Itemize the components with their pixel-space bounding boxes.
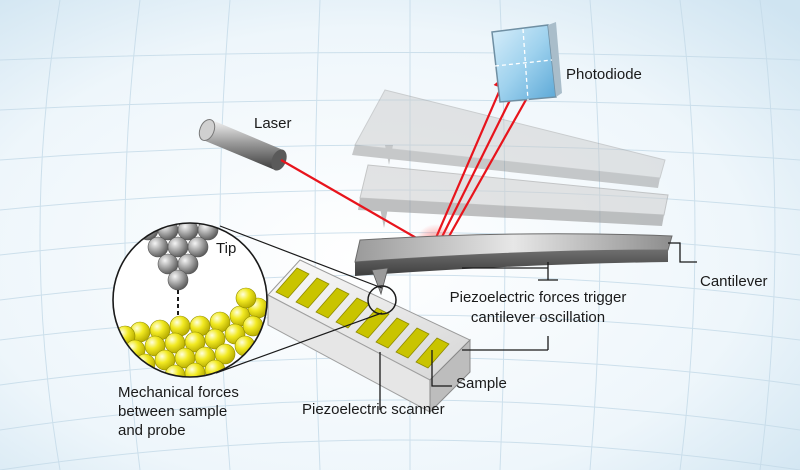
tip-atoms bbox=[137, 223, 219, 291]
mechanical-forces-label-line1: Mechanical forces bbox=[118, 384, 239, 401]
sample-label: Sample bbox=[456, 375, 507, 392]
piezo-forces-label-line2: cantilever oscillation bbox=[471, 309, 605, 326]
cantilever-label: Cantilever bbox=[700, 273, 768, 290]
magnifier-lines bbox=[215, 225, 383, 374]
zoom-inset bbox=[112, 222, 268, 378]
mechanical-forces-label-line3: and probe bbox=[118, 422, 186, 439]
tip-label: Tip bbox=[216, 240, 236, 257]
sample-atoms bbox=[114, 287, 267, 377]
magnifier-ring bbox=[367, 285, 397, 315]
piezo-forces-label-line1: Piezoelectric forces trigger bbox=[450, 289, 627, 306]
cantilever bbox=[354, 233, 673, 296]
ghost-cantilever-upper bbox=[352, 89, 666, 188]
photodiode-label: Photodiode bbox=[566, 66, 642, 83]
leader-lines bbox=[379, 242, 697, 410]
sample-stripes bbox=[275, 267, 450, 369]
photodiode-icon bbox=[491, 22, 562, 103]
ghost-cantilever-middle bbox=[358, 164, 669, 228]
laser-beam bbox=[280, 73, 539, 248]
laser-emitter-icon bbox=[198, 118, 287, 171]
mechanical-forces-label-line2: between sample bbox=[118, 403, 227, 420]
laser-label: Laser bbox=[254, 115, 292, 132]
scanner-label: Piezoelectric scanner bbox=[302, 401, 445, 418]
tip-cone-icon bbox=[371, 267, 389, 296]
